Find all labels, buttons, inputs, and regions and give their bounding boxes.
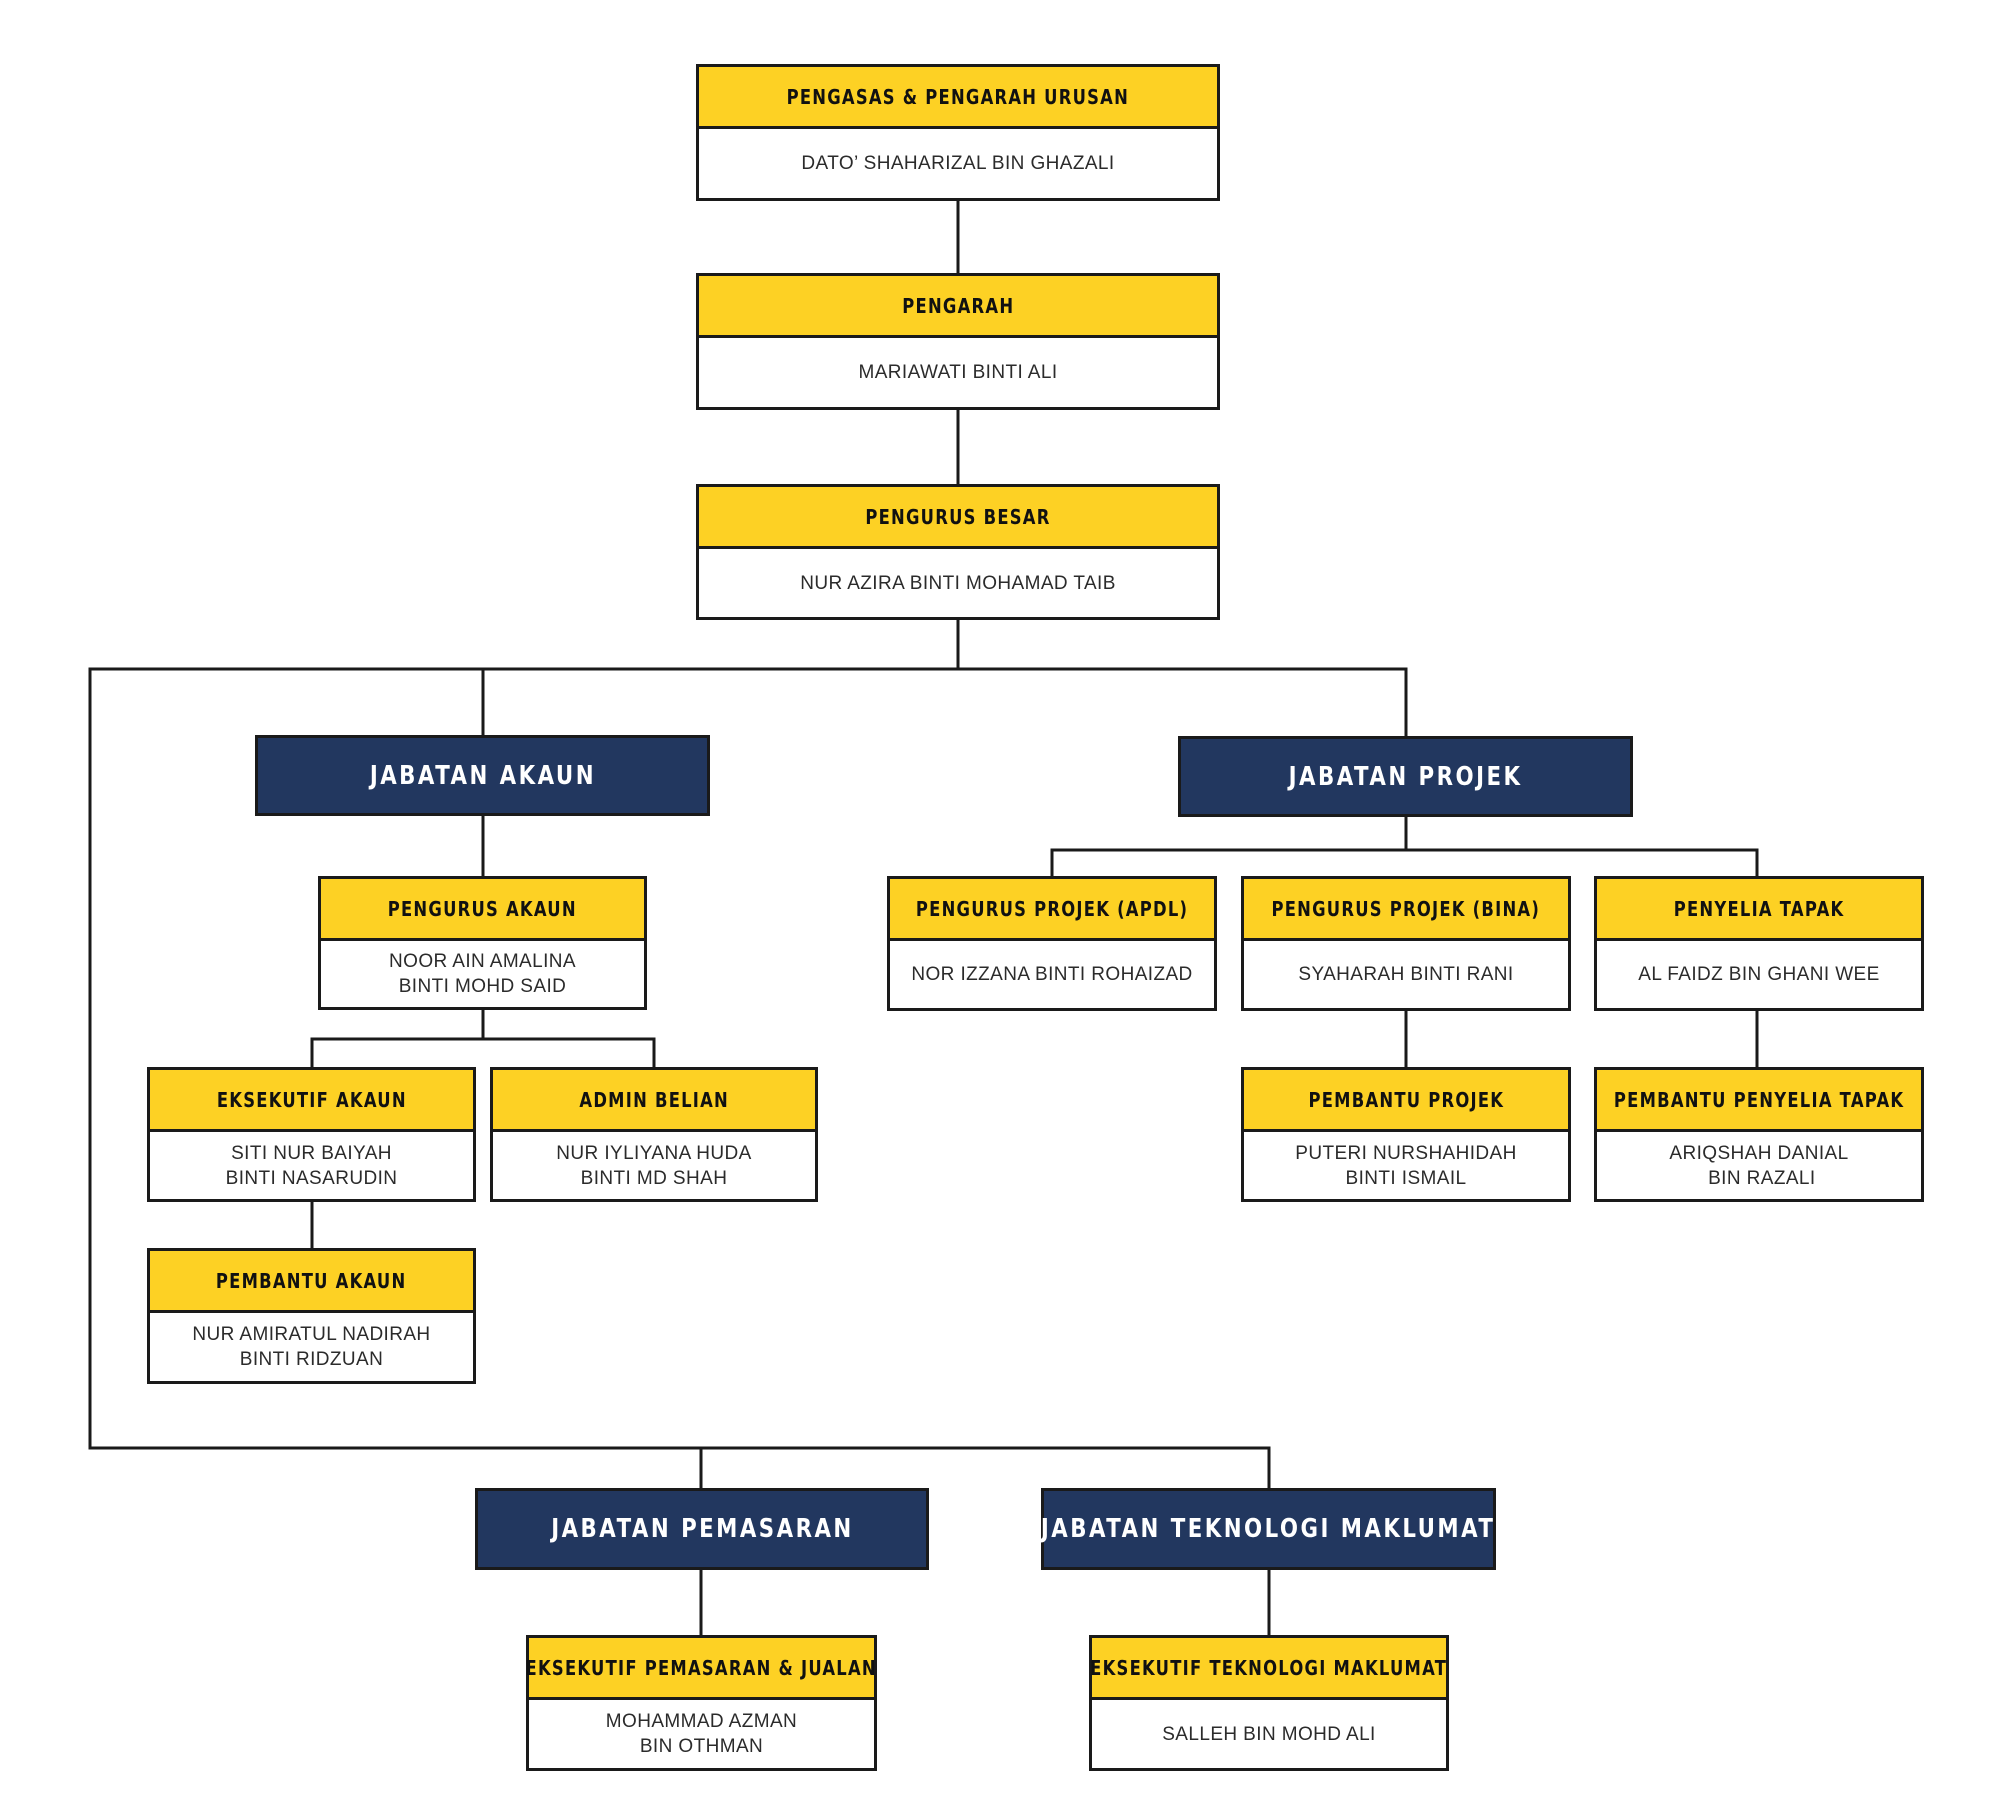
akaun-executive-box: EKSEKUTIF AKAUN SITI NUR BAIYAH BINTI NA…	[147, 1067, 476, 1202]
founder-name: DATO’ SHAHARIZAL BIN GHAZALI	[801, 153, 1115, 174]
dept-pemasaran: JABATAN PEMASARAN	[475, 1488, 929, 1570]
founder-box: PENGASAS & PENGARAH URUSAN DATO’ SHAHARI…	[696, 64, 1220, 201]
akaun-assistant-title: PEMBANTU AKAUN	[150, 1251, 473, 1313]
penyelia-tapak-box: PENYELIA TAPAK AL FAIDZ BIN GHANI WEE	[1594, 876, 1924, 1011]
founder-title: PENGASAS & PENGARAH URUSAN	[699, 67, 1217, 129]
project-assistant-box: PEMBANTU PROJEK PUTERI NURSHAHIDAH BINTI…	[1241, 1067, 1571, 1202]
akaun-manager-name: NOOR AIN AMALINA BINTI MOHD SAID	[389, 951, 576, 997]
pemasaran-executive-title: EKSEKUTIF PEMASARAN & JUALAN	[526, 1638, 876, 1700]
admin-belian-title: ADMIN BELIAN	[493, 1070, 815, 1132]
supervisor-assistant-name: ARIQSHAH DANIAL BIN RAZALI	[1669, 1142, 1849, 1189]
projek-apdl-box: PENGURUS PROJEK (APDL) NOR IZZANA BINTI …	[887, 876, 1217, 1011]
director-box: PENGARAH MARIAWATI BINTI ALI	[696, 273, 1220, 410]
akaun-assistant-name: NUR AMIRATUL NADIRAH BINTI RIDZUAN	[192, 1324, 431, 1370]
projek-bina-box: PENGURUS PROJEK (BINA) SYAHARAH BINTI RA…	[1241, 876, 1571, 1011]
penyelia-tapak-title: PENYELIA TAPAK	[1597, 879, 1921, 941]
admin-belian-name: NUR IYLIYANA HUDA BINTI MD SHAH	[556, 1142, 752, 1189]
pemasaran-executive-box: EKSEKUTIF PEMASARAN & JUALAN MOHAMMAD AZ…	[526, 1635, 877, 1771]
director-name: MARIAWATI BINTI ALI	[858, 362, 1058, 383]
general-manager-title: PENGURUS BESAR	[699, 487, 1217, 549]
pemasaran-executive-name: MOHAMMAD AZMAN BIN OTHMAN	[605, 1711, 798, 1757]
supervisor-assistant-box: PEMBANTU PENYELIA TAPAK ARIQSHAH DANIAL …	[1594, 1067, 1924, 1202]
akaun-executive-title: EKSEKUTIF AKAUN	[150, 1070, 473, 1132]
projek-apdl-name: NOR IZZANA BINTI ROHAIZAD	[911, 964, 1193, 985]
teknologi-executive-name: SALLEH BIN MOHD ALI	[1162, 1723, 1376, 1745]
project-assistant-title: PEMBANTU PROJEK	[1244, 1070, 1568, 1132]
projek-apdl-title: PENGURUS PROJEK (APDL)	[890, 879, 1214, 941]
admin-belian-box: ADMIN BELIAN NUR IYLIYANA HUDA BINTI MD …	[490, 1067, 818, 1202]
dept-teknologi: JABATAN TEKNOLOGI MAKLUMAT	[1041, 1488, 1496, 1570]
general-manager-name: NUR AZIRA BINTI MOHAMAD TAIB	[800, 572, 1116, 594]
general-manager-box: PENGURUS BESAR NUR AZIRA BINTI MOHAMAD T…	[696, 484, 1220, 620]
akaun-manager-box: PENGURUS AKAUN NOOR AIN AMALINA BINTI MO…	[318, 876, 647, 1010]
akaun-manager-title: PENGURUS AKAUN	[321, 879, 644, 941]
supervisor-assistant-title: PEMBANTU PENYELIA TAPAK	[1597, 1070, 1921, 1132]
dept-akaun: JABATAN AKAUN	[255, 735, 710, 816]
projek-bina-title: PENGURUS PROJEK (BINA)	[1244, 879, 1568, 941]
teknologi-executive-box: EKSEKUTIF TEKNOLOGI MAKLUMAT SALLEH BIN …	[1089, 1635, 1449, 1771]
project-assistant-name: PUTERI NURSHAHIDAH BINTI ISMAIL	[1295, 1142, 1517, 1189]
projek-bina-name: SYAHARAH BINTI RANI	[1298, 964, 1514, 985]
dept-projek: JABATAN PROJEK	[1178, 736, 1633, 817]
teknologi-executive-title: EKSEKUTIF TEKNOLOGI MAKLUMAT	[1091, 1638, 1446, 1700]
akaun-executive-name: SITI NUR BAIYAH BINTI NASARUDIN	[225, 1142, 398, 1189]
akaun-assistant-box: PEMBANTU AKAUN NUR AMIRATUL NADIRAH BINT…	[147, 1248, 476, 1384]
director-title: PENGARAH	[699, 276, 1217, 338]
penyelia-tapak-name: AL FAIDZ BIN GHANI WEE	[1638, 964, 1880, 985]
